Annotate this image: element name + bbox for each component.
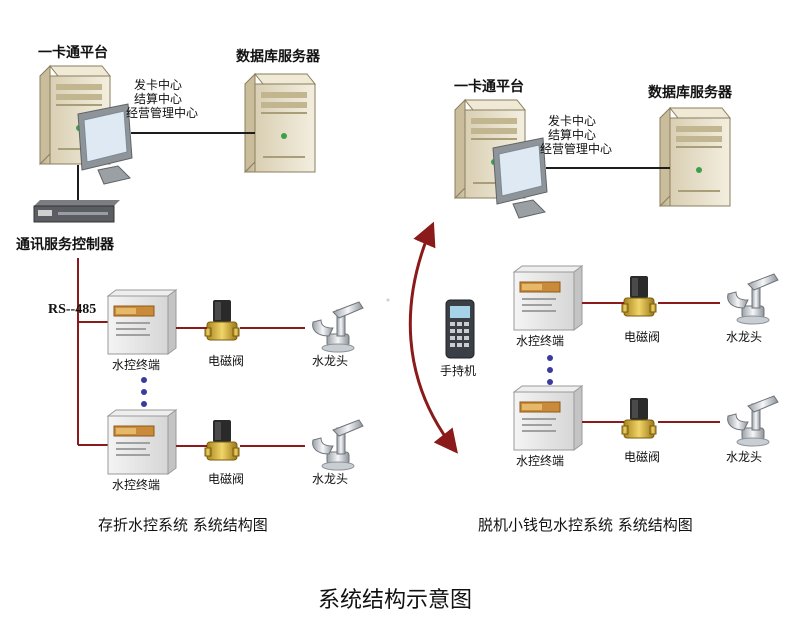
- left-platform-functions: 发卡中心 结算中心 经营管理中心: [126, 78, 198, 120]
- left-faucet-2-icon: [312, 419, 364, 471]
- right-system: [408, 100, 779, 454]
- left-system: [33, 66, 364, 475]
- right-valve-2-icon: [621, 397, 657, 439]
- comm-controller-label: 通讯服务控制器: [16, 237, 114, 253]
- left-function-settlement-center: 结算中心: [134, 92, 183, 106]
- left-caption: 存折水控系统 系统结构图: [98, 516, 268, 534]
- right-valve-2-label: 电磁阀: [624, 450, 661, 464]
- right-platform-functions: 发卡中心 结算中心 经营管理中心: [540, 114, 612, 156]
- left-terminal-2-label: 水控终端: [112, 478, 161, 492]
- left-terminal-1-label: 水控终端: [112, 358, 161, 372]
- right-terminal-2-icon: [513, 385, 583, 451]
- left-faucet-1-label: 水龙头: [312, 354, 349, 368]
- rs485-label: RS--485: [48, 302, 97, 317]
- right-ellipsis-dot: [547, 379, 553, 385]
- right-platform-label: 一卡通平台: [454, 79, 524, 95]
- right-terminal-1-label: 水控终端: [516, 334, 565, 348]
- right-caption: 脱机小钱包水控系统 系统结构图: [478, 516, 693, 534]
- handheld-icon: [445, 299, 475, 359]
- handheld-label: 手持机: [440, 364, 477, 378]
- left-ellipsis-dot: [141, 377, 147, 383]
- right-terminal-2-label: 水控终端: [516, 454, 565, 468]
- left-db-server-icon: [244, 73, 316, 173]
- right-platform-computer-icon: [455, 100, 547, 218]
- right-faucet-1-icon: [727, 273, 779, 325]
- left-db-server-label: 数据库服务器: [236, 49, 320, 65]
- right-faucet-2-label: 水龙头: [726, 450, 763, 464]
- right-function-management-center: 经营管理中心: [540, 142, 613, 156]
- right-ellipsis-dot: [547, 355, 553, 361]
- figure-title: 系统结构示意图: [317, 588, 472, 613]
- divider-dots: [386, 298, 390, 302]
- right-terminal-1-icon: [513, 265, 583, 331]
- right-valve-1-icon: [621, 275, 657, 317]
- right-function-settlement-center: 结算中心: [548, 128, 597, 142]
- left-faucet-2-label: 水龙头: [312, 472, 349, 486]
- left-ellipsis-dot: [141, 401, 147, 407]
- right-faucet-2-icon: [727, 395, 779, 447]
- sync-arrow: [408, 221, 458, 454]
- left-valve-1-icon: [204, 299, 240, 341]
- right-valve-1-label: 电磁阀: [624, 330, 661, 344]
- left-ellipsis-dot: [141, 389, 147, 395]
- left-function-management-center: 经营管理中心: [126, 106, 199, 120]
- left-platform-label: 一卡通平台: [38, 45, 108, 61]
- right-function-card-center: 发卡中心: [548, 114, 597, 128]
- left-faucet-1-icon: [312, 301, 364, 353]
- left-function-card-center: 发卡中心: [134, 78, 183, 92]
- left-valve-2-label: 电磁阀: [208, 472, 245, 486]
- comm-controller-icon: [33, 200, 120, 223]
- left-terminal-2-icon: [107, 409, 177, 475]
- left-valve-1-label: 电磁阀: [208, 354, 245, 368]
- right-ellipsis-dot: [547, 367, 553, 373]
- left-terminal-1-icon: [107, 289, 177, 355]
- right-db-server-icon: [659, 107, 731, 207]
- left-platform-computer-icon: [40, 66, 132, 184]
- right-db-server-label: 数据库服务器: [648, 85, 732, 101]
- left-valve-2-icon: [204, 419, 240, 461]
- right-faucet-1-label: 水龙头: [726, 330, 763, 344]
